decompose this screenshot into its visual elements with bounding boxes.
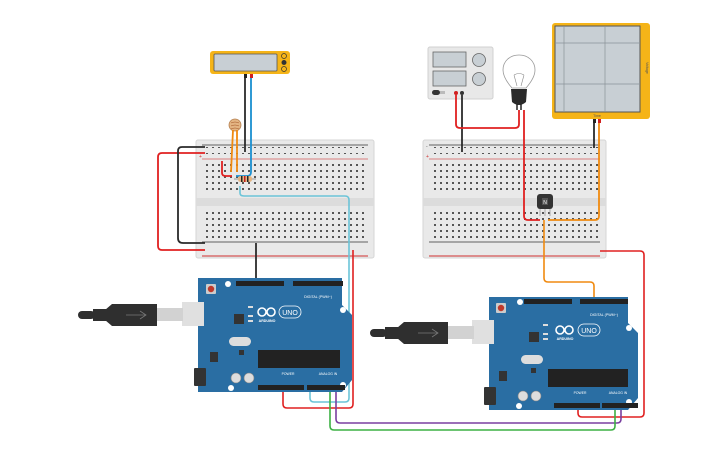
wire-cyan[interactable] xyxy=(239,186,350,403)
oscilloscope[interactable]: Time Voltage xyxy=(552,23,650,123)
wire-red[interactable] xyxy=(577,250,645,418)
wire-green[interactable] xyxy=(329,392,616,431)
npn-transistor[interactable]: N xyxy=(537,194,553,216)
multimeter[interactable] xyxy=(210,51,290,78)
brand-label: ARDUINO xyxy=(259,319,276,323)
power-switch[interactable] xyxy=(432,90,440,95)
usb-symbol-icon xyxy=(418,328,439,338)
wire-orange[interactable] xyxy=(548,123,600,221)
arduino-left[interactable]: DIGITAL (PWM~) ARDUINO UNO POWER ANALOG … xyxy=(194,278,352,392)
rail-plus-label: + xyxy=(426,154,429,160)
wires xyxy=(157,78,645,431)
negative-terminal[interactable] xyxy=(460,91,464,95)
reset-button[interactable] xyxy=(207,285,215,293)
power-label: POWER xyxy=(574,391,587,395)
wire-orange[interactable] xyxy=(230,129,234,173)
multimeter-port-icon[interactable] xyxy=(281,66,287,72)
usb-symbol-icon xyxy=(126,310,147,320)
usb-cable-left[interactable] xyxy=(78,302,204,326)
model-label: UNO xyxy=(282,310,298,317)
resistor[interactable] xyxy=(234,176,256,182)
digital-label: DIGITAL (PWM~) xyxy=(304,295,332,299)
power-supply[interactable] xyxy=(427,46,494,100)
rail-minus-label: - xyxy=(426,144,428,150)
positive-terminal[interactable] xyxy=(454,91,458,95)
wire-red[interactable] xyxy=(221,161,232,177)
wire-purple[interactable] xyxy=(335,392,622,424)
time-axis-label: Time xyxy=(593,114,601,118)
rail-plus-label: + xyxy=(199,154,202,160)
digital-label: DIGITAL (PWM~) xyxy=(590,313,618,317)
wire-red[interactable] xyxy=(282,250,354,409)
voltage-knob[interactable] xyxy=(472,53,486,67)
breadboard-left[interactable]: - + xyxy=(195,139,375,259)
reset-button[interactable] xyxy=(497,304,505,312)
wire-black[interactable] xyxy=(177,146,205,244)
wire-red[interactable] xyxy=(157,152,205,251)
current-knob[interactable] xyxy=(472,72,486,86)
analog-label: ANALOG IN xyxy=(319,372,338,376)
multimeter-port-icon[interactable] xyxy=(281,60,287,65)
arduino-logo-icon xyxy=(555,325,574,335)
breadboard-right[interactable]: - + xyxy=(422,139,607,259)
multimeter-port-icon[interactable] xyxy=(281,53,287,59)
arduino-logo-icon xyxy=(257,307,276,317)
photoresistor[interactable] xyxy=(228,118,242,132)
wire-red[interactable] xyxy=(523,110,540,221)
arduino-right[interactable]: DIGITAL (PWM~) ARDUINO UNO POWER ANALOG … xyxy=(484,297,638,410)
model-label: UNO xyxy=(581,328,597,335)
light-bulb[interactable] xyxy=(502,54,536,110)
analog-label: ANALOG IN xyxy=(609,391,628,395)
transistor-label: N xyxy=(543,200,547,206)
power-label: POWER xyxy=(282,372,295,376)
voltage-axis-label: Voltage xyxy=(645,62,649,74)
usb-cable-right[interactable] xyxy=(370,320,494,344)
brand-label: ARDUINO xyxy=(557,337,574,341)
wire-orange[interactable] xyxy=(543,220,595,300)
wire-red[interactable] xyxy=(455,95,520,129)
